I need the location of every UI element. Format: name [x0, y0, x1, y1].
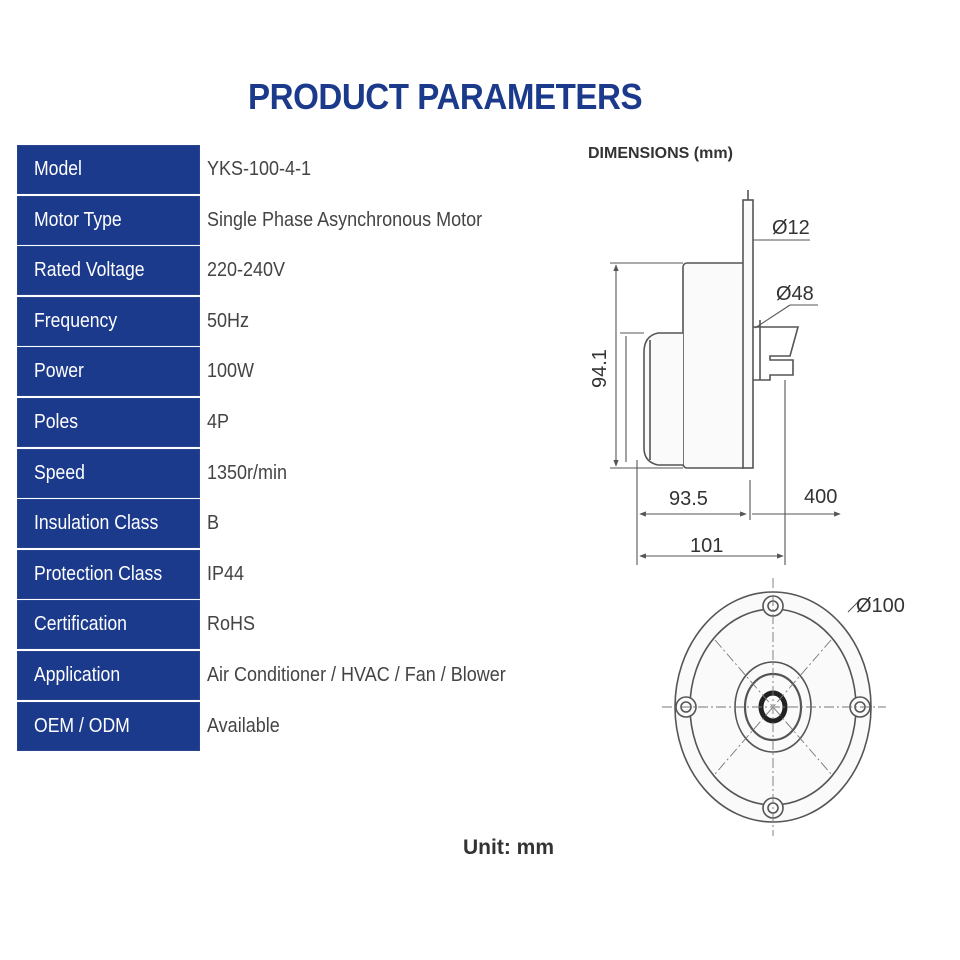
table-row: Certification RoHS [17, 600, 577, 651]
dim-shaft-diameter: Ø12 [772, 217, 810, 239]
dimensions-title: DIMENSIONS (mm) [588, 145, 733, 162]
table-row: Speed 1350r/min [17, 448, 577, 500]
table-row: Power 100W [17, 347, 577, 398]
table-row: Protection Class IP44 [17, 549, 577, 601]
param-label: Rated Voltage [17, 246, 200, 297]
motor-body-side [682, 262, 748, 469]
param-label: Power [17, 347, 200, 398]
param-value: B [207, 512, 220, 535]
param-value: Single Phase Asynchronous Motor [207, 208, 483, 231]
param-label: Poles [17, 397, 200, 448]
param-value: 4P [207, 410, 230, 433]
param-label: Application [17, 650, 200, 701]
dim-body-length: 93.5 [669, 488, 708, 510]
param-label: Certification [17, 600, 200, 651]
param-label: Speed [17, 448, 200, 499]
table-row: Insulation Class B [17, 499, 577, 550]
param-value: YKS-100-4-1 [207, 158, 312, 180]
motor-endcap-side [643, 332, 683, 466]
parameters-table: Model YKS-100-4-1 Motor Type Single Phas… [17, 145, 577, 752]
dim-overall-length: 101 [690, 535, 723, 557]
param-value: IP44 [207, 562, 245, 585]
table-row: Model YKS-100-4-1 [17, 145, 577, 196]
table-row: Frequency 50Hz [17, 296, 577, 348]
shaft-side [753, 326, 800, 381]
param-label: Motor Type [17, 195, 200, 246]
param-value: 50Hz [207, 309, 250, 332]
table-row: Application Air Conditioner / HVAC / Fan… [17, 650, 577, 702]
param-label: Insulation Class [17, 499, 200, 550]
dim-shaft-length: 400 [804, 486, 837, 508]
dim-flange-diameter: Ø100 [856, 595, 905, 617]
flange-side [742, 199, 754, 469]
table-row: Rated Voltage 220-240V [17, 246, 577, 297]
param-label: Model [17, 145, 200, 195]
dim-boss-diameter: Ø48 [776, 283, 814, 305]
param-value: Air Conditioner / HVAC / Fan / Blower [207, 663, 506, 686]
param-value: 1350r/min [207, 461, 288, 484]
param-label: Protection Class [17, 549, 200, 600]
page-title: PRODUCT PARAMETERS [248, 76, 643, 117]
param-label: Frequency [17, 296, 200, 347]
param-value: 220-240V [207, 259, 286, 282]
dim-height: 94.1 [589, 349, 611, 388]
param-value: Available [207, 714, 280, 737]
table-row: OEM / ODM Available [17, 701, 577, 753]
table-row: Motor Type Single Phase Asynchronous Mot… [17, 195, 577, 247]
param-value: 100W [207, 360, 255, 383]
table-row: Poles 4P [17, 397, 577, 449]
param-label: OEM / ODM [17, 701, 200, 752]
unit-note: Unit: mm [463, 836, 554, 859]
param-value: RoHS [207, 613, 256, 636]
